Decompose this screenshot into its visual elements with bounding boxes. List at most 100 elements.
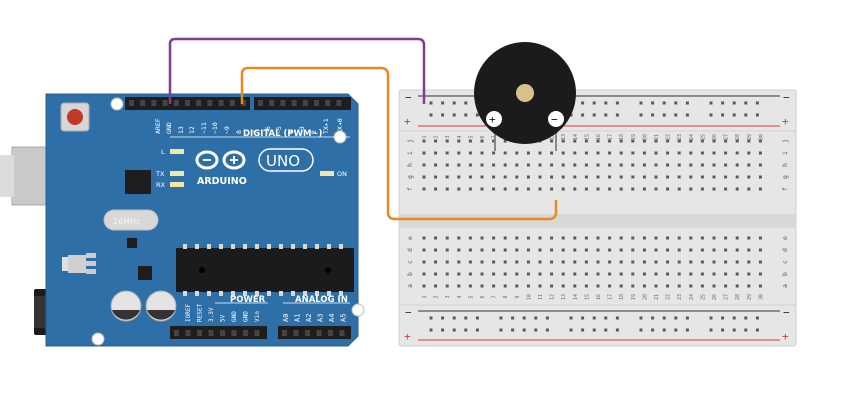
breadboard-hole[interactable] bbox=[735, 236, 739, 240]
rail-hole[interactable] bbox=[721, 113, 725, 117]
breadboard-hole[interactable] bbox=[758, 260, 762, 264]
breadboard-hole[interactable] bbox=[492, 272, 496, 276]
breadboard-hole[interactable] bbox=[468, 139, 472, 143]
breadboard-hole[interactable] bbox=[735, 139, 739, 143]
breadboard-hole[interactable] bbox=[747, 236, 751, 240]
breadboard-hole[interactable] bbox=[712, 260, 716, 264]
rail-hole[interactable] bbox=[651, 101, 655, 105]
breadboard-hole[interactable] bbox=[735, 260, 739, 264]
breadboard-hole[interactable] bbox=[468, 151, 472, 155]
rail-hole[interactable] bbox=[615, 328, 619, 332]
rail-hole[interactable] bbox=[464, 328, 468, 332]
breadboard-hole[interactable] bbox=[584, 175, 588, 179]
rail-hole[interactable] bbox=[709, 101, 713, 105]
breadboard-hole[interactable] bbox=[526, 151, 530, 155]
rail-hole[interactable] bbox=[499, 328, 503, 332]
header-socket[interactable] bbox=[336, 100, 342, 106]
breadboard-hole[interactable] bbox=[700, 248, 704, 252]
breadboard-hole[interactable] bbox=[503, 236, 507, 240]
rail-hole[interactable] bbox=[441, 316, 445, 320]
breadboard-hole[interactable] bbox=[480, 187, 484, 191]
breadboard-hole[interactable] bbox=[584, 163, 588, 167]
breadboard-hole[interactable] bbox=[445, 248, 449, 252]
breadboard-hole[interactable] bbox=[573, 272, 577, 276]
rail-hole[interactable] bbox=[464, 316, 468, 320]
power-header[interactable] bbox=[170, 326, 267, 339]
breadboard-hole[interactable] bbox=[445, 151, 449, 155]
breadboard-hole[interactable] bbox=[550, 284, 554, 288]
rail-hole[interactable] bbox=[674, 101, 678, 105]
header-socket[interactable] bbox=[282, 330, 287, 336]
breadboard-hole[interactable] bbox=[596, 187, 600, 191]
breadboard-hole[interactable] bbox=[758, 284, 762, 288]
breadboard-hole[interactable] bbox=[758, 139, 762, 143]
header-socket[interactable] bbox=[243, 330, 248, 336]
breadboard-hole[interactable] bbox=[422, 284, 426, 288]
breadboard-hole[interactable] bbox=[689, 151, 693, 155]
breadboard-hole[interactable] bbox=[724, 272, 728, 276]
breadboard-hole[interactable] bbox=[666, 163, 670, 167]
breadboard-hole[interactable] bbox=[503, 272, 507, 276]
breadboard-hole[interactable] bbox=[468, 260, 472, 264]
breadboard-hole[interactable] bbox=[689, 163, 693, 167]
breadboard-hole[interactable] bbox=[666, 272, 670, 276]
rail-hole[interactable] bbox=[744, 113, 748, 117]
breadboard-hole[interactable] bbox=[747, 272, 751, 276]
breadboard-hole[interactable] bbox=[480, 272, 484, 276]
breadboard-hole[interactable] bbox=[550, 236, 554, 240]
rail-hole[interactable] bbox=[744, 328, 748, 332]
breadboard-hole[interactable] bbox=[608, 272, 612, 276]
rail-hole[interactable] bbox=[755, 101, 759, 105]
rail-hole[interactable] bbox=[569, 328, 573, 332]
rail-hole[interactable] bbox=[662, 101, 666, 105]
breadboard-hole[interactable] bbox=[457, 236, 461, 240]
breadboard-hole[interactable] bbox=[468, 236, 472, 240]
breadboard-hole[interactable] bbox=[619, 187, 623, 191]
breadboard-hole[interactable] bbox=[700, 151, 704, 155]
rail-hole[interactable] bbox=[604, 101, 608, 105]
breadboard-hole[interactable] bbox=[642, 272, 646, 276]
breadboard-hole[interactable] bbox=[468, 187, 472, 191]
rail-hole[interactable] bbox=[639, 113, 643, 117]
breadboard-hole[interactable] bbox=[515, 187, 519, 191]
breadboard-hole[interactable] bbox=[550, 151, 554, 155]
breadboard-hole[interactable] bbox=[457, 272, 461, 276]
rail-hole[interactable] bbox=[581, 316, 585, 320]
breadboard-hole[interactable] bbox=[445, 272, 449, 276]
breadboard-hole[interactable] bbox=[631, 260, 635, 264]
breadboard-hole[interactable] bbox=[666, 248, 670, 252]
breadboard-hole[interactable] bbox=[666, 187, 670, 191]
rail-hole[interactable] bbox=[475, 316, 479, 320]
rail-hole[interactable] bbox=[429, 316, 433, 320]
breadboard-hole[interactable] bbox=[526, 175, 530, 179]
breadboard-hole[interactable] bbox=[550, 175, 554, 179]
breadboard-hole[interactable] bbox=[573, 284, 577, 288]
breadboard-hole[interactable] bbox=[573, 175, 577, 179]
breadboard-hole[interactable] bbox=[515, 260, 519, 264]
breadboard-hole[interactable] bbox=[480, 163, 484, 167]
breadboard-hole[interactable] bbox=[758, 175, 762, 179]
breadboard-hole[interactable] bbox=[631, 248, 635, 252]
breadboard-hole[interactable] bbox=[515, 272, 519, 276]
wire-gnd-purple[interactable] bbox=[168, 37, 426, 104]
rail-hole[interactable] bbox=[721, 328, 725, 332]
breadboard-hole[interactable] bbox=[619, 175, 623, 179]
breadboard-hole[interactable] bbox=[596, 248, 600, 252]
breadboard-hole[interactable] bbox=[689, 187, 693, 191]
breadboard-hole[interactable] bbox=[654, 139, 658, 143]
header-socket[interactable] bbox=[325, 100, 331, 106]
breadboard-hole[interactable] bbox=[596, 260, 600, 264]
breadboard-hole[interactable] bbox=[631, 151, 635, 155]
breadboard-hole[interactable] bbox=[445, 236, 449, 240]
breadboard-hole[interactable] bbox=[503, 139, 507, 143]
reset-button-cap[interactable] bbox=[67, 109, 83, 125]
breadboard-hole[interactable] bbox=[642, 151, 646, 155]
breadboard-hole[interactable] bbox=[642, 236, 646, 240]
header-socket[interactable] bbox=[302, 100, 308, 106]
breadboard-hole[interactable] bbox=[445, 187, 449, 191]
breadboard-hole[interactable] bbox=[735, 284, 739, 288]
header-socket[interactable] bbox=[241, 100, 246, 106]
breadboard-hole[interactable] bbox=[445, 175, 449, 179]
breadboard-hole[interactable] bbox=[677, 284, 681, 288]
